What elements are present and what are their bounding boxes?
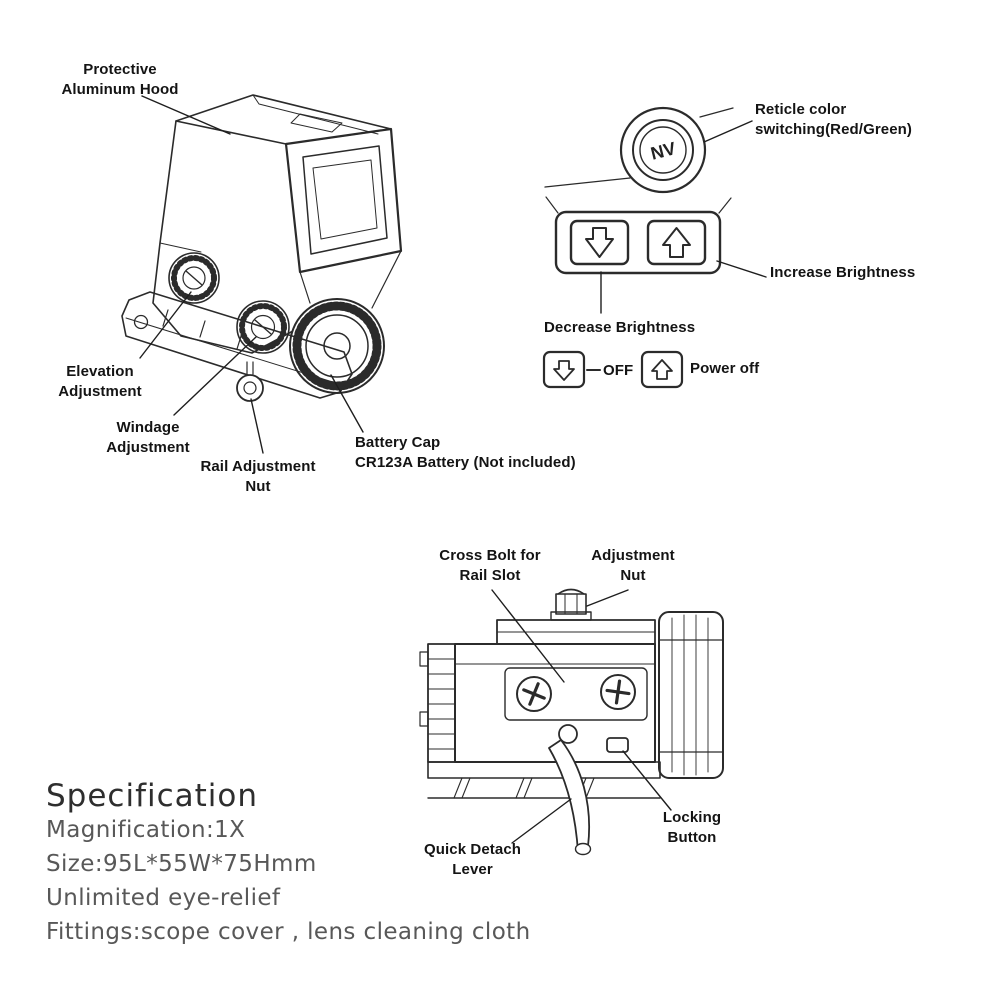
label-increase-brightness: Increase Brightness (770, 264, 916, 281)
leader-reticle-color (703, 120, 753, 143)
adjustment-nut-dome (557, 588, 585, 595)
sight-drawing (121, 94, 403, 402)
body-outline (152, 120, 294, 354)
leader-lines (139, 95, 767, 844)
leader-increase-brightness (716, 260, 767, 278)
leader-quick-detach (511, 798, 572, 844)
quick-detach-lever-drawing (548, 724, 592, 856)
spec-line-fittings: Fittings:scope cover , lens cleaning clo… (46, 919, 531, 945)
leader-elevation (139, 291, 192, 359)
body-edge-line-1 (544, 177, 631, 188)
increase-brightness-button (646, 219, 707, 266)
hood-top-face (175, 94, 392, 145)
rail-slot-section (427, 761, 661, 799)
label-quick-detach: Quick Detach Lever (423, 841, 522, 878)
panel-context-line-1 (545, 196, 559, 214)
spec-line-eye-relief: Unlimited eye-relief (46, 885, 281, 911)
rail-adjustment-nut-drawing (236, 361, 264, 402)
nv-bezel-mid (632, 119, 694, 181)
label-locking-button: Locking Button (662, 809, 722, 846)
battery-cap-drawing (289, 298, 385, 394)
nv-button-drawing: NV (544, 106, 734, 194)
label-protective-hood: Protective Aluminum Hood (61, 61, 179, 98)
leader-rail-nut (250, 398, 264, 454)
screw-plate (504, 667, 648, 721)
locking-button-drawing (606, 737, 629, 753)
window-inner-frame (312, 159, 378, 240)
nv-bezel-inner (639, 126, 687, 174)
off-down-arrow-icon (553, 360, 575, 381)
cross-bolt-screw-right (600, 674, 636, 710)
label-battery-cap: Battery Cap CR123A Battery (Not included… (355, 434, 576, 471)
label-rail-adjustment-nut: Rail Adjustment Nut (200, 458, 316, 495)
leader-locking-button (622, 750, 672, 811)
leader-adjustment-nut (586, 589, 629, 607)
down-arrow-icon (585, 227, 614, 258)
panel-context-line-2 (718, 197, 732, 214)
adjustment-nut-body (555, 593, 587, 615)
power-icon-box (640, 350, 684, 389)
label-power-off: Power off (690, 360, 760, 377)
spec-line-magnification: Magnification:1X (46, 817, 246, 843)
decrease-brightness-button (569, 219, 630, 266)
label-off: OFF (603, 362, 634, 379)
elevation-knob (168, 252, 220, 304)
brightness-panel-drawing (545, 196, 732, 275)
label-reticle-color: Reticle color switching(Red/Green) (755, 101, 913, 138)
leader-protective-hood (141, 95, 231, 135)
specification-title: Specification (46, 778, 259, 814)
cross-bolt-screw-left (516, 676, 552, 712)
spec-line-size: Size:95L*55W*75Hmm (46, 851, 317, 877)
leader-windage (173, 336, 257, 416)
up-arrow-icon (662, 227, 691, 258)
left-riser-stack (419, 643, 456, 763)
window-mid-frame (302, 145, 388, 255)
label-windage: Windage Adjustment (106, 419, 190, 456)
clamp-knob (658, 611, 724, 779)
label-elevation: Elevation Adjustment (58, 363, 142, 400)
body-contour-3 (371, 250, 402, 309)
hood-top-contour (252, 94, 379, 135)
off-icon-box (542, 350, 586, 389)
power-up-arrow-icon (651, 359, 673, 380)
mount-drawing (419, 588, 724, 856)
body-contour-1 (299, 271, 311, 304)
label-adjustment-nut: Adjustment Nut (591, 547, 675, 584)
label-decrease-brightness: Decrease Brightness (544, 319, 696, 336)
hood-top-vent (290, 113, 343, 133)
power-legend-drawing (542, 350, 684, 389)
windage-knob (236, 300, 290, 354)
leader-battery-cap (330, 374, 364, 433)
body-edge-line-2 (699, 107, 734, 118)
leader-cross-bolt (491, 589, 565, 683)
adjustment-nut-knurl (564, 593, 578, 615)
body-contour-2 (159, 242, 202, 253)
label-cross-bolt: Cross Bolt for Rail Slot (439, 547, 541, 584)
